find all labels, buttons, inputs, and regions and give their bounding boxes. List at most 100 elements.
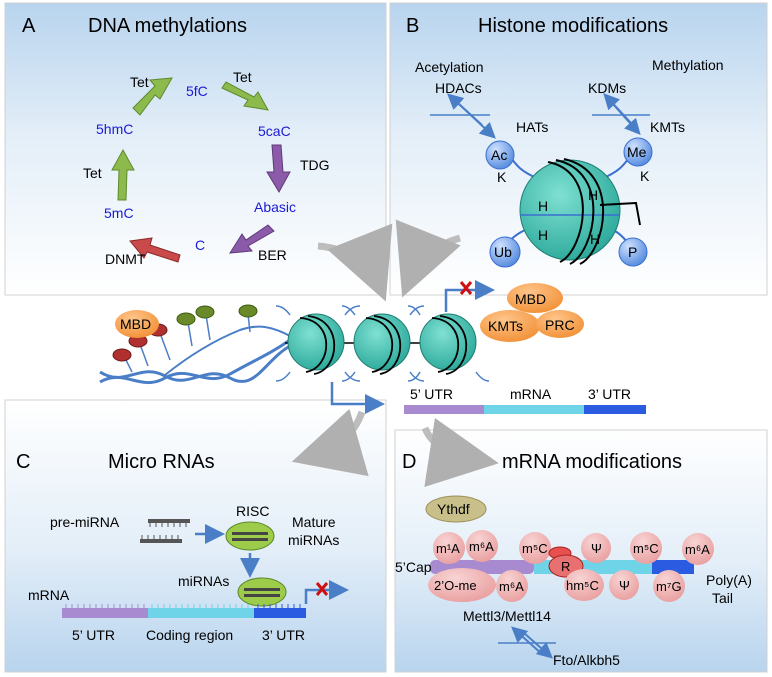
mod-ball [653,570,685,602]
arrow-abasic-to-c [229,224,275,254]
methylation-cycle [111,77,291,263]
methyl-mark [112,348,132,362]
mrna-coding-segment [484,405,584,414]
label-5cac: 5caC [258,123,291,139]
histone-h-4: H [590,231,600,247]
arrow-5cac-to-abasic [266,144,291,194]
mod-bottom-0: 2’O-me [434,578,477,593]
label-5fc: 5fC [186,83,208,99]
label-5mc: 5mC [104,205,134,221]
blocked-translation-arrow [304,580,349,604]
label-c: C [195,237,205,253]
label-mrna-c: mRNA [28,587,70,603]
label-p: P [628,244,637,260]
histone-ball [519,159,621,261]
label-mirnas: miRNAs [178,573,229,589]
gray-arrow-a [317,223,393,302]
ythdf-blob [425,495,487,523]
label-tet-left: Tet [83,165,102,181]
mod-top-2: m⁵C [522,541,548,556]
mod-ball-wide [428,568,496,602]
label-risc: RISC [236,503,269,519]
label-erasers: Fto/Alkbh5 [553,652,620,668]
me-ball [623,137,653,167]
label-writers: Mettl3/Mettl14 [463,608,551,624]
label-tdg: TDG [300,157,330,173]
mrna-utr5-segment [404,405,484,414]
label-tet-top-right: Tet [233,69,252,85]
label-utr3-middle: 3’ UTR [588,386,631,402]
label-ber: BER [258,247,287,263]
mod-bottom-4: m⁷G [656,579,682,594]
methyl-mark [176,312,196,326]
mod-ball [433,532,465,564]
label-polya-1: Poly(A) [706,572,752,588]
label-pre-mirna: pre-miRNA [50,514,120,530]
label-kdms: KDMs [588,80,626,96]
mod-ball [519,532,551,564]
label-utr5-middle: 5’ UTR [410,386,453,402]
mbd-left-blob [115,310,159,338]
label-mbd-left: MBD [120,316,151,332]
panel-b-title: Histone modifications [478,15,668,37]
label-utr5-c: 5’ UTR [72,627,115,643]
label-5hmc: 5hmC [96,121,133,137]
block-x-icon [459,281,473,295]
mod-ball [466,530,498,562]
d-utr3-segment [652,560,694,574]
c-coding-segment [148,608,254,618]
panel-c-title: Micro RNAs [108,451,215,473]
kmts-blob [480,310,540,342]
erasers-arrow [523,632,553,659]
label-polya-2: Tail [712,590,733,606]
label-methylation: Methylation [652,57,724,73]
panel-b-letter: B [406,15,419,37]
mod-top-3: Ψ [591,541,602,556]
histone-h-2: H [538,198,548,214]
gray-arrow-b [395,219,461,298]
block-x-icon-c [315,582,329,596]
label-r: R [561,559,570,574]
label-hats: HATs [516,119,548,135]
mod-ball [609,570,639,600]
mod-ball [581,533,611,563]
panel-d-title: mRNA modifications [502,451,682,473]
label-abasic: Abasic [254,199,296,215]
panel-d-letter: D [402,451,416,473]
label-kmts-middle: KMTs [488,318,523,334]
mirisc-complex [237,577,287,607]
panel-a-title: DNA methylations [88,15,247,37]
label-tet-top-left: Tet [130,74,149,90]
arrow-5fc-to-5cac [221,81,269,111]
transcription-arrow [330,382,385,414]
mod-bottom-1: m⁶A [499,579,524,594]
blocked-transcription-arrow [444,280,495,312]
label-prc: PRC [545,317,575,333]
histone-h-3: H [538,227,548,243]
mod-top-1: m⁶A [469,539,494,554]
mod-bottom-2: hm⁵C [566,578,599,593]
mod-top-0: m¹A [436,541,460,556]
label-kmts: KMTs [650,119,685,135]
arrow-5hmc-to-5fc [132,77,173,116]
mod-top-5: m⁶A [685,542,710,557]
panel-a-letter: A [22,15,36,37]
arrow-5mc-to-5hmc [111,148,135,201]
label-hdacs: HDACs [435,80,482,96]
label-mature-1: Mature [292,514,336,530]
prc-blob [536,310,584,338]
gray-arrow-c [291,408,369,477]
label-utr3-c: 3’ UTR [262,627,305,643]
label-mature-2: miRNAs [288,532,339,548]
label-k-right: K [640,168,650,184]
c-utr5-segment [62,608,148,618]
mod-ball [630,532,662,564]
c-utr3-segment [254,608,306,618]
mod-top-4: m⁵C [633,541,659,556]
label-k-left: K [497,169,507,185]
label-mbd-right: MBD [515,291,546,307]
label-mrna-middle: mRNA [510,386,552,402]
chromatin [99,304,490,384]
